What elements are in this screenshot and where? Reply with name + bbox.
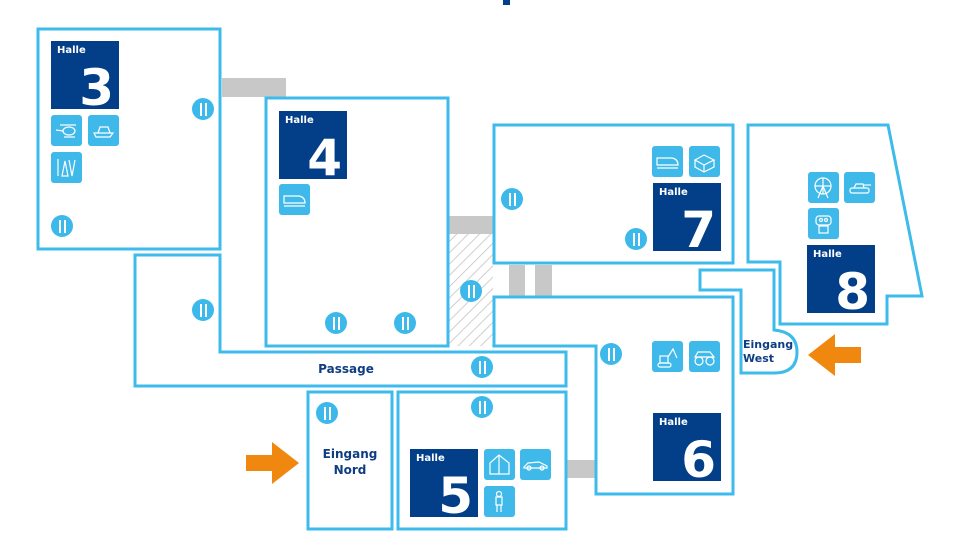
connector xyxy=(449,216,493,234)
restaurant-icon[interactable] xyxy=(501,188,523,210)
restaurant-icon[interactable] xyxy=(316,402,338,424)
train-icon[interactable] xyxy=(652,146,683,177)
train-icon[interactable] xyxy=(279,184,310,215)
restaurant-icon[interactable] xyxy=(192,299,214,321)
lego-brick-icon[interactable] xyxy=(689,146,720,177)
connector xyxy=(567,460,596,478)
entrance-north-line-1: Eingang xyxy=(322,447,378,461)
connector xyxy=(222,78,286,97)
restaurant-icon[interactable] xyxy=(192,98,214,120)
connector xyxy=(535,265,552,296)
house-icon[interactable] xyxy=(484,449,515,480)
entrance-west-area[interactable] xyxy=(698,268,799,375)
restaurant-icon[interactable] xyxy=(460,280,482,302)
restaurant-icon[interactable] xyxy=(325,312,347,334)
hall-number: 7 xyxy=(681,201,716,259)
restaurant-icon[interactable] xyxy=(471,396,493,418)
passage-area[interactable] xyxy=(133,253,568,388)
entrance-west-arrow-icon xyxy=(808,334,861,376)
ferris-wheel-icon[interactable] xyxy=(808,172,839,203)
entrance-west-line-2: West xyxy=(743,352,775,365)
tools-icon[interactable] xyxy=(51,152,82,183)
hall-number: 6 xyxy=(681,431,716,489)
restaurant-icon[interactable] xyxy=(625,228,647,250)
entrance-west-line-1: Eingang xyxy=(743,338,794,351)
hall-label: Halle xyxy=(813,249,842,260)
restaurant-icon[interactable] xyxy=(471,356,493,378)
car-icon[interactable] xyxy=(520,449,551,480)
hall-label: Halle xyxy=(659,417,688,428)
hall-label: Halle xyxy=(285,115,314,126)
hall-number: 3 xyxy=(79,59,114,117)
hall-label: Halle xyxy=(659,187,688,198)
hall-number: 8 xyxy=(835,263,870,321)
robot-icon[interactable] xyxy=(808,208,839,239)
helicopter-icon[interactable] xyxy=(51,115,82,146)
monster-truck-icon[interactable] xyxy=(689,341,720,372)
title-fragment xyxy=(503,0,510,5)
restaurant-icon[interactable] xyxy=(51,215,73,237)
hall-number: 5 xyxy=(438,467,473,525)
tank-icon[interactable] xyxy=(844,172,875,203)
connector xyxy=(509,265,525,296)
restaurant-icon[interactable] xyxy=(600,343,622,365)
entrance-north-arrow-icon xyxy=(246,442,299,484)
hall-label: Halle xyxy=(416,453,445,464)
hall-number: 4 xyxy=(307,129,342,187)
entrance-north-line-2: Nord xyxy=(333,463,367,477)
passage-label: Passage xyxy=(318,362,374,376)
figure-icon[interactable] xyxy=(484,486,515,517)
hall-label: Halle xyxy=(57,45,86,56)
restaurant-icon[interactable] xyxy=(394,312,416,334)
excavator-icon[interactable] xyxy=(652,341,683,372)
ship-icon[interactable] xyxy=(88,115,119,146)
